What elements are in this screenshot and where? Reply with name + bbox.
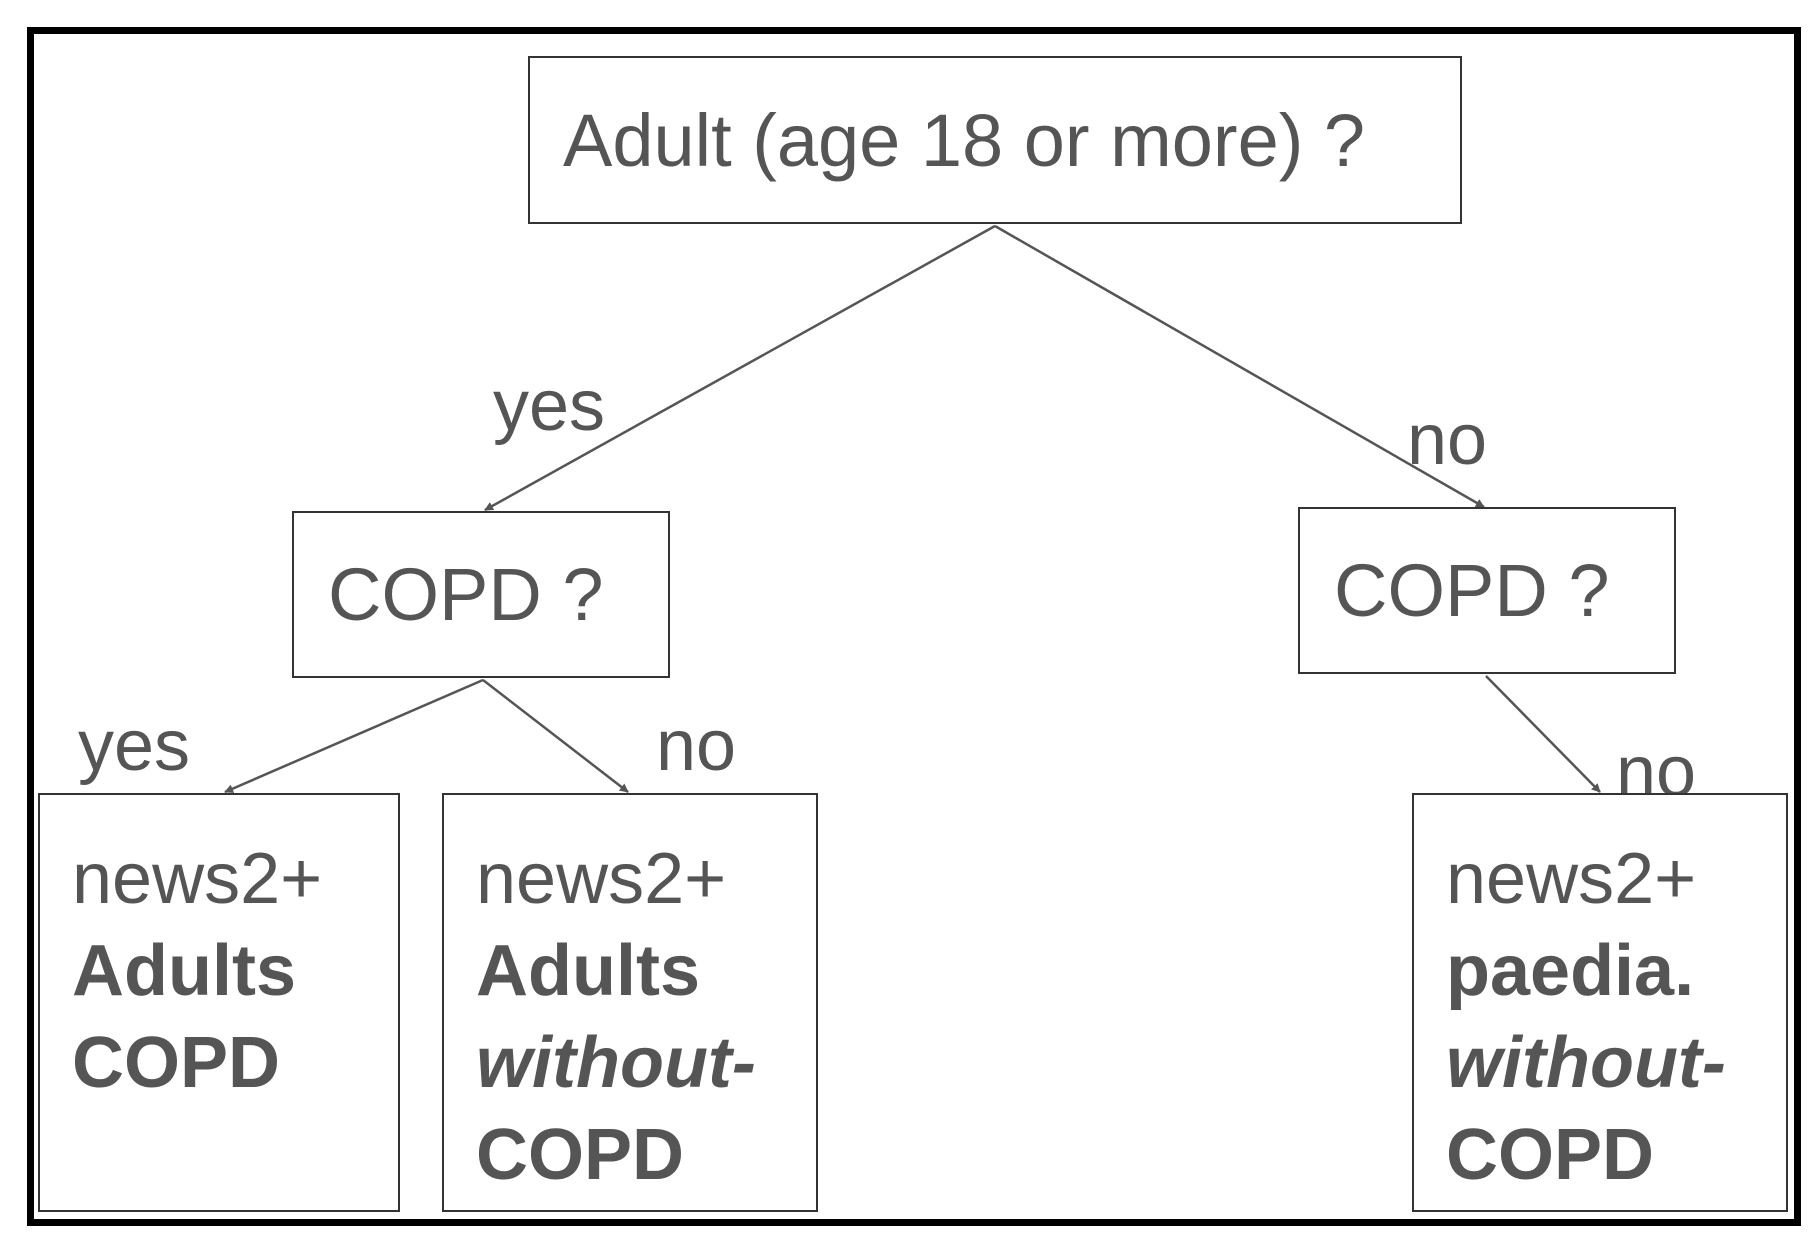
left-question-text: COPD ? bbox=[328, 553, 604, 636]
leaf-line: Adults bbox=[72, 931, 296, 1011]
leaf-line: without- bbox=[1446, 1023, 1726, 1103]
edge-root-no bbox=[994, 224, 1485, 509]
edge-right-no bbox=[1485, 675, 1601, 793]
edge-root-yes bbox=[484, 224, 996, 512]
root-question-node: Adult (age 18 or more) ? bbox=[528, 56, 1462, 224]
leaf-adults-copd: news2+ Adults COPD bbox=[38, 793, 400, 1212]
edge-label-root-yes: yes bbox=[493, 366, 606, 446]
root-question-text: Adult (age 18 or more) ? bbox=[563, 98, 1366, 182]
right-question-text: COPD ? bbox=[1334, 549, 1610, 632]
leaf-line: COPD bbox=[72, 1023, 281, 1103]
edge-label-root-no: no bbox=[1407, 400, 1488, 480]
diagram-frame bbox=[27, 27, 1801, 1226]
right-question-node: COPD ? bbox=[1298, 507, 1676, 674]
leaf-line: news2+ bbox=[1446, 839, 1697, 919]
leaf-line: COPD bbox=[1446, 1115, 1655, 1195]
edge-left-yes bbox=[224, 678, 484, 794]
left-question-node: COPD ? bbox=[292, 511, 670, 678]
leaf-line: without- bbox=[476, 1023, 756, 1103]
edge-label-left-no: no bbox=[656, 706, 737, 786]
leaf-line: COPD bbox=[476, 1115, 685, 1195]
leaf-line: paedia. bbox=[1446, 931, 1695, 1011]
leaf-line: news2+ bbox=[476, 839, 727, 919]
leaf-line: news2+ bbox=[72, 839, 323, 919]
edge-label-left-yes: yes bbox=[78, 706, 191, 786]
edge-left-no bbox=[482, 679, 629, 793]
leaf-line: Adults bbox=[476, 931, 700, 1011]
leaf-paedia-without-copd: news2+ paedia. without- COPD bbox=[1412, 793, 1788, 1212]
leaf-adults-without-copd: news2+ Adults without- COPD bbox=[442, 793, 818, 1212]
